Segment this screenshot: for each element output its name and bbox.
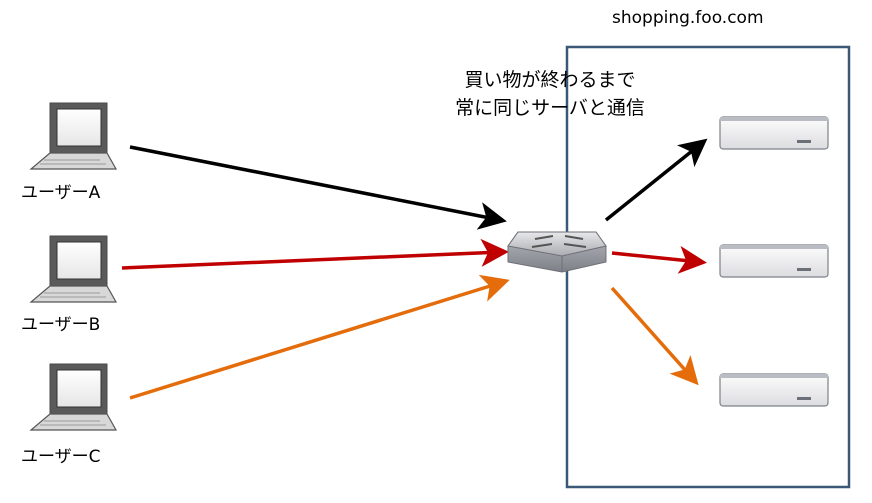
arrow-user-b-to-balancer xyxy=(121,238,509,270)
network-switch-icon xyxy=(507,231,607,273)
user-c-label: ユーザーC xyxy=(21,447,101,467)
server-icon-1 xyxy=(719,116,829,150)
server-icon-3 xyxy=(719,373,829,407)
laptop-icon-b xyxy=(29,235,118,303)
arrow-balancer-to-server-3 xyxy=(610,286,699,386)
laptop-icon-c xyxy=(29,363,118,431)
user-a-label: ユーザーA xyxy=(21,183,101,203)
note-line-1: 買い物が終わるまで xyxy=(464,69,636,91)
arrow-balancer-to-server-2 xyxy=(611,245,707,274)
user-b-label: ユーザーB xyxy=(21,315,101,335)
laptop-icon-a xyxy=(29,102,118,170)
sticky-session-note: 買い物が終わるまで 常に同じサーバと通信 xyxy=(410,66,690,122)
domain-label: shopping.foo.com xyxy=(612,8,764,28)
arrow-user-c-to-balancer xyxy=(129,274,510,400)
arrow-balancer-to-server-1 xyxy=(604,138,708,222)
arrow-user-a-to-balancer xyxy=(129,145,507,230)
note-line-2: 常に同じサーバと通信 xyxy=(455,97,645,119)
server-icon-2 xyxy=(719,244,829,278)
